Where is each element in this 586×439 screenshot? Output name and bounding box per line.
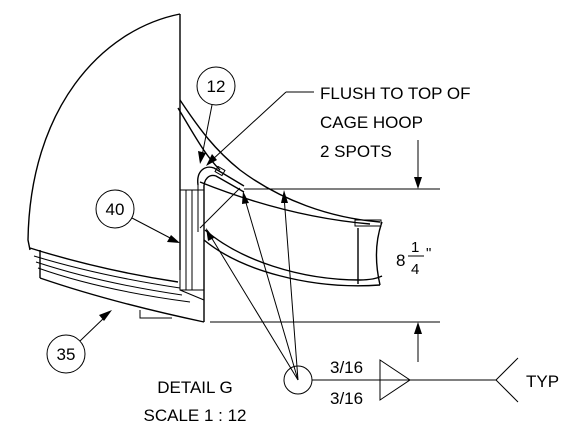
dimension-8-1-4: 8 1 4 "	[396, 239, 431, 278]
flush-note: FLUSH TO TOP OF CAGE HOOP 2 SPOTS	[320, 84, 471, 161]
flush-note-leader	[206, 91, 314, 166]
frame-plates	[179, 189, 205, 301]
balloon-35: 35	[46, 310, 112, 374]
weld-tail-note: TYP	[526, 372, 559, 391]
note-line-2: CAGE HOOP	[320, 113, 423, 132]
weld-symbol: 3/16 3/16 TYP	[206, 190, 559, 408]
tank-shell	[27, 13, 205, 323]
dimension-numerator: 1	[411, 239, 419, 256]
dimension-denominator: 4	[411, 261, 419, 278]
note-line-3: 2 SPOTS	[320, 142, 392, 161]
balloon-40-label: 40	[106, 200, 125, 219]
dimension-unit: "	[426, 245, 431, 262]
balloon-35-label: 35	[57, 345, 76, 364]
balloon-40: 40	[95, 189, 180, 243]
detail-title-block: DETAIL G SCALE 1 : 12	[143, 378, 246, 425]
dimension-lines	[210, 140, 440, 362]
detail-title: DETAIL G	[157, 378, 233, 397]
weld-top-size: 3/16	[330, 358, 363, 377]
note-line-1: FLUSH TO TOP OF	[320, 84, 471, 103]
dimension-whole: 8	[396, 251, 405, 270]
cage-hoop	[177, 99, 383, 287]
balloon-12: 12	[196, 66, 236, 164]
detail-scale: SCALE 1 : 12	[143, 406, 246, 425]
balloon-12-label: 12	[207, 77, 226, 96]
weld-bottom-size: 3/16	[330, 389, 363, 408]
